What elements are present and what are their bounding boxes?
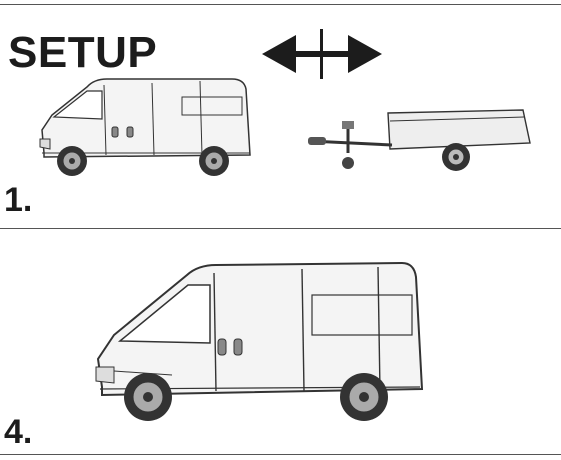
step-number-4: 4. <box>4 415 32 449</box>
double-arrow-icon <box>262 29 382 79</box>
step-number-1: 1. <box>4 183 32 217</box>
step-panel-1: SETUP 1. <box>0 5 561 228</box>
trailer-illustration <box>308 105 538 185</box>
step-panel-4: 4. <box>0 229 561 454</box>
bottom-rule <box>0 454 561 455</box>
van-illustration <box>32 75 262 185</box>
van-illustration <box>92 259 422 445</box>
setup-title: SETUP <box>8 31 157 75</box>
